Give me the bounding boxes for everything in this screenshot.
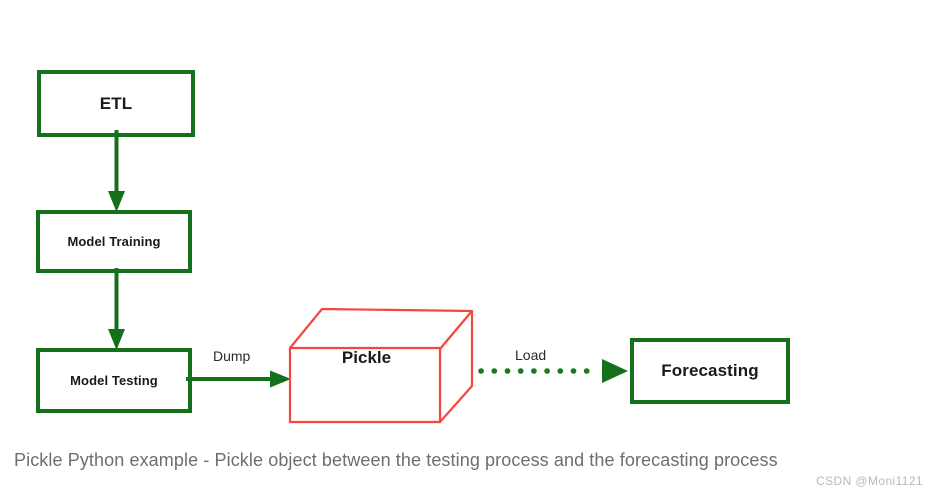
node-pickle-label: Pickle	[341, 348, 392, 367]
node-model-testing[interactable]: Model Testing	[36, 348, 192, 413]
arrow-model-training-to-model-testing	[100, 268, 136, 354]
node-forecasting[interactable]: Forecasting	[630, 338, 790, 404]
edge-label-dump: Dump	[213, 348, 251, 364]
arrow-dump-model-testing-to-pickle	[186, 362, 298, 396]
edge-label-load: Load	[515, 347, 547, 363]
watermark: CSDN @Moni1121	[816, 474, 923, 488]
node-etl[interactable]: ETL	[37, 70, 195, 137]
node-forecasting-label: Forecasting	[661, 361, 759, 380]
node-model-testing-label: Model Testing	[70, 373, 158, 388]
node-etl-label: ETL	[99, 93, 133, 113]
arrow-etl-to-model-training	[100, 130, 136, 216]
diagram-caption: Pickle Python example - Pickle object be…	[14, 450, 778, 470]
arrow-load-pickle-to-forecasting	[478, 356, 634, 388]
node-model-training-label: Model Training	[67, 234, 161, 249]
node-model-training[interactable]: Model Training	[36, 210, 192, 273]
diagram-canvas: ETL Model Training Model Testing Dump	[36, 70, 790, 428]
node-pickle[interactable]: Pickle	[283, 302, 483, 428]
